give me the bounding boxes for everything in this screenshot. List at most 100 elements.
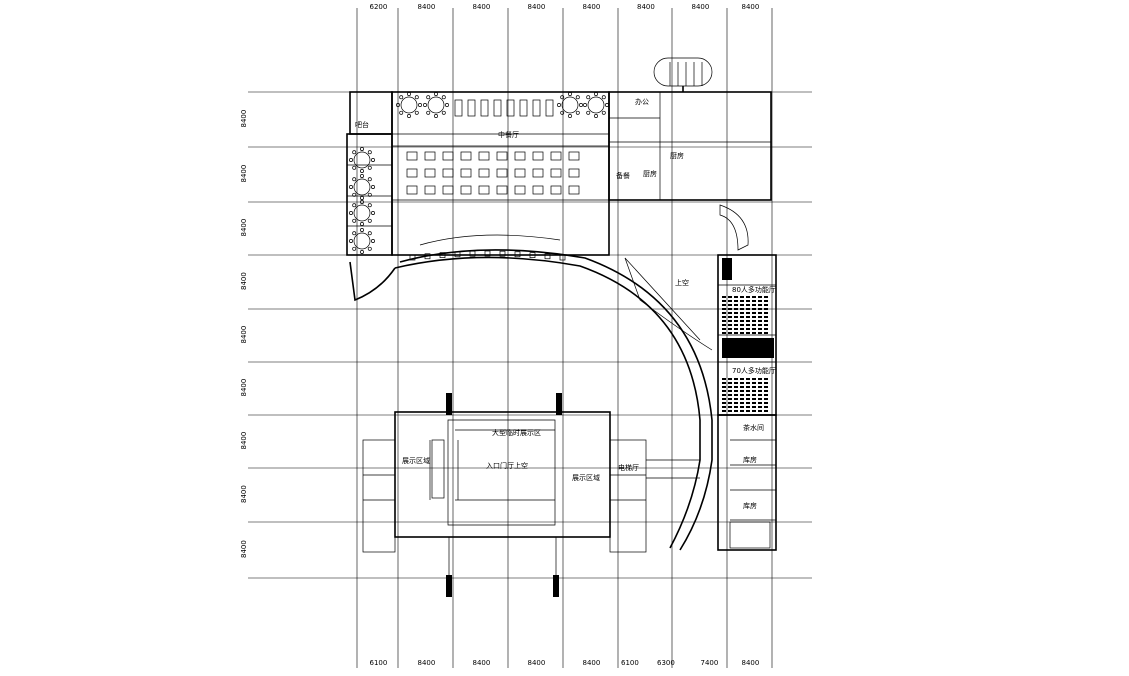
dim-left: 8400	[240, 485, 248, 503]
seat	[752, 300, 756, 302]
seat	[722, 386, 726, 388]
dim-top: 8400	[418, 3, 436, 11]
seat	[752, 402, 756, 404]
seat	[740, 308, 744, 310]
seat	[752, 386, 756, 388]
seat	[734, 324, 738, 326]
seat	[734, 312, 738, 314]
dim-bottom: 7400	[701, 659, 719, 667]
seat	[746, 398, 750, 400]
seat	[764, 296, 768, 298]
label-kitchen-top: 厨房	[670, 151, 684, 160]
seat	[758, 300, 762, 302]
seat	[758, 308, 762, 310]
booth-table	[545, 99, 554, 117]
seat	[740, 386, 744, 388]
seat	[752, 378, 756, 380]
seat	[758, 296, 762, 298]
seat	[740, 304, 744, 306]
seat	[746, 390, 750, 392]
round-table	[349, 228, 375, 254]
round-table	[423, 92, 449, 118]
seat	[728, 410, 732, 412]
dim-bottom: 6100	[621, 659, 639, 667]
seat	[764, 332, 768, 334]
booth-table	[454, 99, 463, 117]
seat	[752, 324, 756, 326]
seat	[758, 406, 762, 408]
seat	[752, 320, 756, 322]
seat	[746, 312, 750, 314]
label-storage-2: 库房	[743, 501, 757, 510]
dining-table	[496, 185, 508, 195]
seat	[758, 316, 762, 318]
dining-table	[514, 168, 526, 178]
seat	[722, 304, 726, 306]
seat	[728, 308, 732, 310]
seat	[758, 410, 762, 412]
label-tea-room: 茶水间	[743, 423, 764, 432]
hall-80-seating	[722, 296, 768, 334]
dining-table	[550, 168, 562, 178]
dining-table	[460, 185, 472, 195]
dim-top: 8400	[637, 3, 655, 11]
seat	[734, 332, 738, 334]
seat	[740, 296, 744, 298]
seat	[740, 316, 744, 318]
seat	[752, 398, 756, 400]
round-table	[349, 174, 375, 200]
curved-corridor	[349, 234, 713, 551]
seat	[728, 328, 732, 330]
seat	[758, 304, 762, 306]
dim-top: 6200	[370, 3, 388, 11]
seat	[758, 378, 762, 380]
seat	[740, 320, 744, 322]
seat	[722, 406, 726, 408]
seat	[740, 378, 744, 380]
seat	[728, 390, 732, 392]
label-lobby: 电梯厅	[618, 463, 639, 472]
seat	[752, 312, 756, 314]
booth-table	[519, 99, 528, 117]
seat	[722, 312, 726, 314]
seat	[734, 300, 738, 302]
dining-table	[496, 168, 508, 178]
label-kitchen-mid: 厨房	[643, 169, 657, 178]
seat	[746, 296, 750, 298]
dining-table	[568, 168, 580, 178]
dining-table	[442, 185, 454, 195]
dining-table	[496, 151, 508, 161]
seat	[740, 394, 744, 396]
dining-table	[460, 151, 472, 161]
dim-left: 8400	[240, 540, 248, 558]
seat	[746, 378, 750, 380]
seat	[734, 382, 738, 384]
seat	[752, 390, 756, 392]
booth-table	[480, 99, 489, 117]
seat	[728, 386, 732, 388]
seat	[728, 402, 732, 404]
seat	[758, 324, 762, 326]
seat	[722, 300, 726, 302]
dim-bottom: 8400	[473, 659, 491, 667]
seat	[764, 328, 768, 330]
dim-top: 8400	[528, 3, 546, 11]
label-bar: 吧台	[355, 120, 369, 129]
label-exhibit-right: 展示区域	[572, 473, 600, 482]
seat	[752, 296, 756, 298]
seat	[746, 406, 750, 408]
seat	[722, 316, 726, 318]
round-table	[557, 92, 583, 118]
seat	[722, 390, 726, 392]
seat	[764, 398, 768, 400]
seat	[764, 394, 768, 396]
seat	[758, 398, 762, 400]
seat	[746, 410, 750, 412]
seat	[722, 324, 726, 326]
dining-table	[532, 151, 544, 161]
seat	[740, 312, 744, 314]
